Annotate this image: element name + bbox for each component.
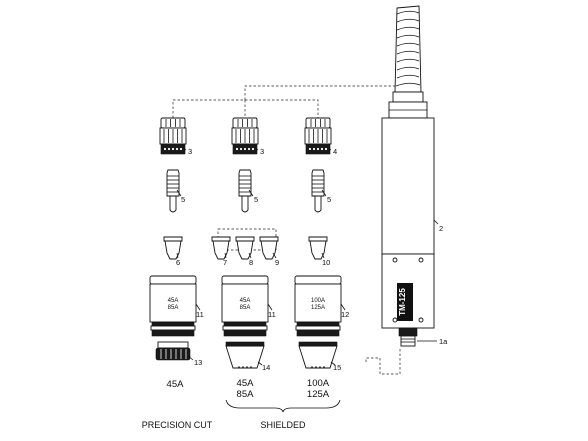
caption-precision-amps: 45A (167, 379, 185, 390)
cap-a-rating-1: 45A (168, 298, 179, 304)
label-cap-b: 11 (268, 310, 276, 319)
swirl-ring-holder-b (231, 117, 259, 155)
label-holder-a: 3 (188, 147, 192, 156)
label-tip-6: 6 (176, 258, 180, 267)
torch-model-label: TM-125 (398, 288, 407, 316)
label-tip-7: 7 (223, 258, 227, 267)
torch-assembly (381, 5, 435, 347)
deflector-13 (155, 341, 191, 361)
label-holder-b: 3 (260, 147, 264, 156)
label-holder-c: 4 (333, 147, 337, 156)
section-precision-cut: PRECISION CUT (142, 420, 213, 430)
label-electrode-a: 5 (181, 195, 185, 204)
cap-b-rating-1: 45A (240, 298, 251, 304)
label-torch-connector: 1a (439, 337, 448, 346)
label-tip-8: 8 (249, 258, 253, 267)
label-tip-10: 10 (322, 258, 330, 267)
caption-shielded-a-line1: 45A (237, 378, 255, 389)
label-torch-body: 2 (439, 224, 443, 233)
shielded-bracket (225, 399, 341, 413)
tip-10 (308, 236, 328, 260)
connection-lines (172, 85, 409, 375)
cap-c-rating-1: 100A (311, 298, 325, 304)
label-electrode-b: 5 (254, 195, 258, 204)
cap-c-rating-2: 125A (311, 305, 325, 311)
swirl-ring-holder-a (159, 117, 187, 155)
label-shield-14: 14 (262, 363, 270, 372)
section-shielded: SHIELDED (260, 420, 306, 430)
tip-8 (235, 236, 255, 260)
leader-lines (176, 145, 439, 366)
shield-15 (298, 341, 338, 369)
caption-shielded-a-line2: 85A (237, 389, 255, 400)
label-cap-a: 11 (196, 310, 204, 319)
label-shield-15: 15 (333, 363, 341, 372)
label-cap-c: 12 (341, 310, 349, 319)
caption-shielded-b-line1: 100A (307, 378, 330, 389)
label-deflector-13: 13 (194, 358, 202, 367)
caption-shielded-b-line2: 125A (307, 389, 330, 400)
label-electrode-c: 5 (327, 195, 331, 204)
tip-6 (163, 236, 183, 260)
tip-9 (259, 236, 279, 260)
label-tip-9: 9 (275, 258, 279, 267)
tip-7 (211, 236, 231, 260)
swirl-ring-holder-c (304, 117, 332, 155)
cap-b-rating-2: 85A (240, 305, 251, 311)
cap-a-rating-2: 85A (168, 305, 179, 311)
shield-14 (225, 341, 265, 369)
